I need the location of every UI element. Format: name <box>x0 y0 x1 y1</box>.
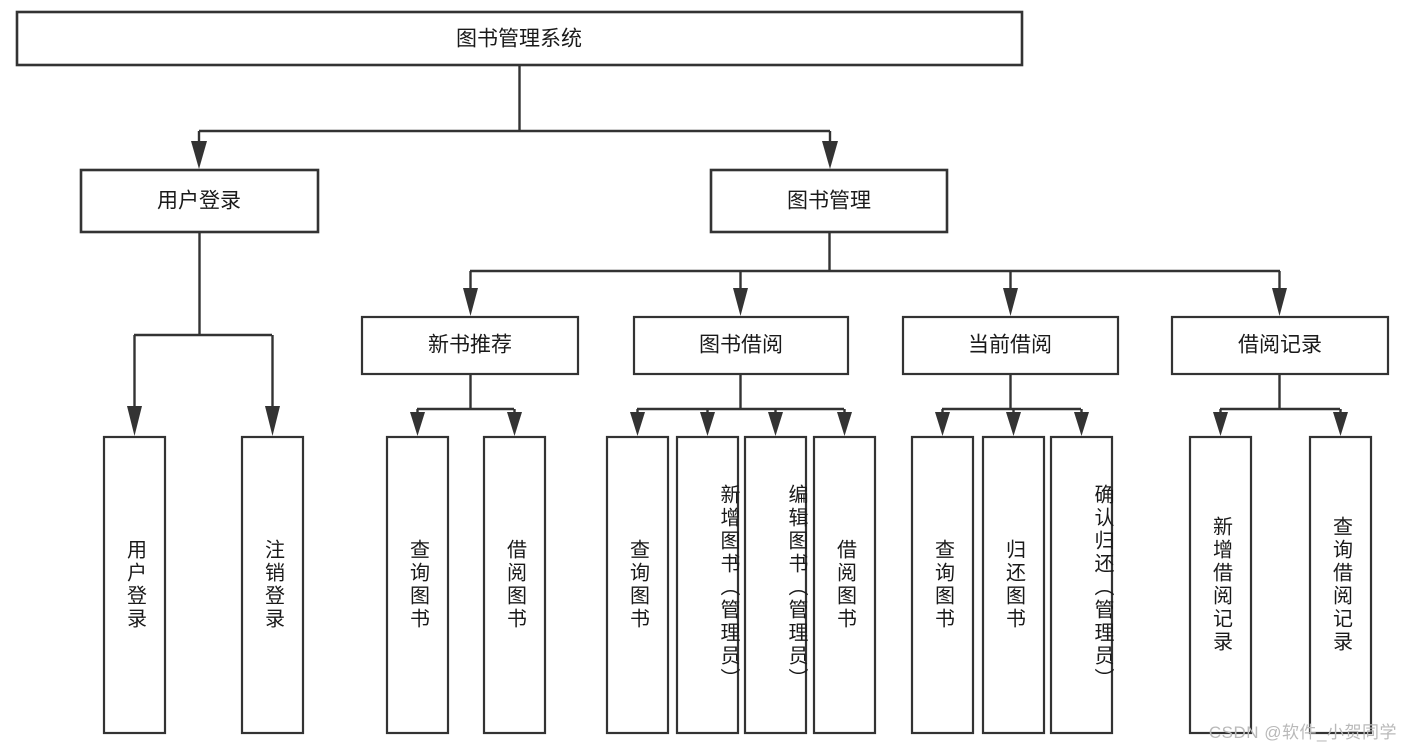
node-leaf-confirm-return-box[interactable] <box>1049 435 1114 735</box>
node-leaf-return-book-box[interactable] <box>981 435 1046 735</box>
connector-group-book-borrow-to-leaves <box>630 374 852 436</box>
node-borrow-record-label: 借阅记录 <box>1238 334 1322 357</box>
arrow-head-book-manage <box>822 141 838 169</box>
arrow-head-new-book-recommend <box>463 288 478 316</box>
node-user-login-box[interactable] <box>79 168 320 234</box>
node-leaf-logout-box[interactable] <box>240 435 305 735</box>
node-leaf-query-book-cb-box[interactable] <box>910 435 975 735</box>
connector-group-current-borrow-to-leaves <box>935 374 1089 436</box>
arrow-head-leaf-return-book <box>1006 412 1021 436</box>
arrow-head-book-borrow <box>733 288 748 316</box>
arrow-head-current-borrow <box>1003 288 1018 316</box>
arrow-head-leaf-logout <box>265 406 280 436</box>
arrow-head-leaf-borrow-book-bb <box>837 412 852 436</box>
node-leaf-query-book-bb-box[interactable] <box>605 435 670 735</box>
node-new-book-recommend-label: 新书推荐 <box>428 334 512 357</box>
node-borrow-record[interactable]: 借阅记录 <box>1170 315 1390 376</box>
node-root-label: 图书管理系统 <box>456 28 582 51</box>
arrow-head-leaf-query-book-rec <box>410 412 425 436</box>
node-current-borrow[interactable]: 当前借阅 <box>901 315 1120 376</box>
node-leaf-query-record-box[interactable] <box>1308 435 1373 735</box>
node-user-login[interactable]: 用户登录 <box>79 168 320 234</box>
node-root-box[interactable] <box>15 10 1024 67</box>
node-user-login-label: 用户登录 <box>157 190 241 213</box>
node-leaf-query-book-rec-box[interactable] <box>385 435 450 735</box>
arrow-head-leaf-borrow-book-rec <box>507 412 522 436</box>
node-borrow-record-box[interactable] <box>1170 315 1390 376</box>
connector-group-root-to-level2 <box>191 65 838 169</box>
node-book-borrow[interactable]: 图书借阅 <box>632 315 850 376</box>
node-leaf-add-book-box[interactable] <box>675 435 740 735</box>
node-leaf-user-login-box[interactable] <box>102 435 167 735</box>
node-root[interactable]: 图书管理系统 <box>15 10 1024 67</box>
node-new-book-recommend-box[interactable] <box>360 315 580 376</box>
arrow-head-leaf-query-book-bb <box>630 412 645 436</box>
arrow-head-leaf-add-book <box>700 412 715 436</box>
connector-group-user-login-to-leaves <box>127 232 280 436</box>
arrow-head-leaf-query-record <box>1333 412 1348 436</box>
node-book-borrow-label: 图书借阅 <box>699 334 783 357</box>
node-new-book-recommend[interactable]: 新书推荐 <box>360 315 580 376</box>
arrow-head-leaf-edit-book <box>768 412 783 436</box>
node-current-borrow-box[interactable] <box>901 315 1120 376</box>
csdn-watermark: CSDN @软件_小贺同学 <box>1208 723 1397 742</box>
node-leaf-borrow-book-rec-box[interactable] <box>482 435 547 735</box>
connector-group-new-book-recommend-to-leaves <box>410 374 522 436</box>
node-book-manage-label: 图书管理 <box>787 190 871 213</box>
arrow-head-leaf-add-record <box>1213 412 1228 436</box>
node-leaf-edit-book-box[interactable] <box>743 435 808 735</box>
node-leaf-add-record-box[interactable] <box>1188 435 1253 735</box>
arrow-head-leaf-user-login <box>127 406 142 436</box>
arrow-head-user-login <box>191 141 207 169</box>
arrow-head-leaf-query-book-cb <box>935 412 950 436</box>
node-leaf-borrow-book-bb-box[interactable] <box>812 435 877 735</box>
connector-group-borrow-record-to-leaves <box>1213 374 1348 436</box>
node-book-borrow-box[interactable] <box>632 315 850 376</box>
node-current-borrow-label: 当前借阅 <box>968 334 1052 357</box>
arrow-head-borrow-record <box>1272 288 1287 316</box>
connector-group-book-manage-to-level3 <box>463 232 1287 316</box>
node-book-manage-box[interactable] <box>709 168 949 234</box>
arrow-head-leaf-confirm-return <box>1074 412 1089 436</box>
node-book-manage[interactable]: 图书管理 <box>709 168 949 234</box>
